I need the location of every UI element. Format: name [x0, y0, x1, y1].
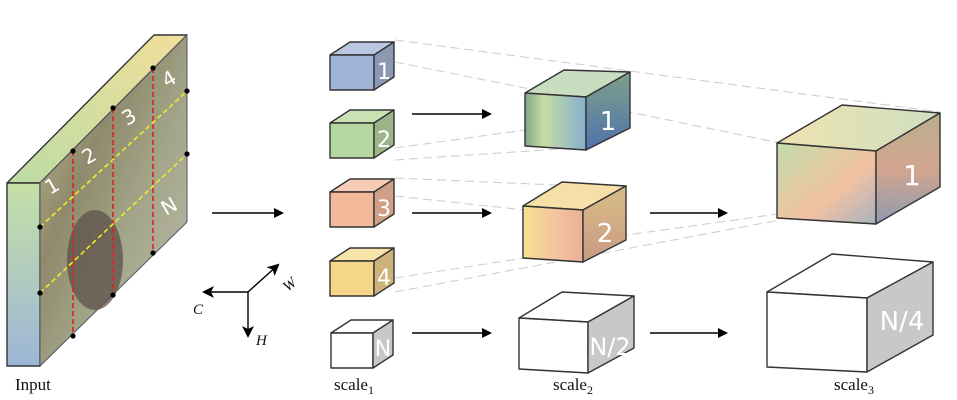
scale2-block-n2: N/2: [518, 291, 635, 374]
block-label: 1: [377, 60, 391, 85]
block-label: 4: [377, 266, 391, 291]
scale1-to-scale2-arrows: [412, 109, 492, 338]
dash-line: [394, 148, 561, 161]
scale2-to-scale3-arrows: [650, 208, 728, 338]
axis-c-label: C: [193, 302, 204, 318]
block-label: N/2: [589, 333, 630, 361]
scale2-block-1: 1: [524, 69, 631, 151]
scale1-column: 1 2 3 4 N scale1: [329, 41, 395, 397]
block-label: 1: [600, 107, 617, 137]
input-label: Input: [15, 375, 51, 394]
scale2-block-2: 2: [522, 181, 627, 263]
block-label: N/4: [880, 307, 925, 337]
scale2-column: 1 2 N/2 scale2: [518, 69, 635, 397]
scale1-block-2: 2: [329, 109, 395, 159]
block-label: N: [375, 337, 391, 362]
scale3-column: 1 N/4 scale3: [766, 104, 941, 397]
dash-line: [394, 129, 526, 149]
scale1-block-n: N: [330, 319, 394, 369]
scale2-label: scale2: [553, 375, 593, 397]
bear-image: [67, 210, 123, 310]
dash-line: [394, 177, 626, 189]
block-label: 3: [377, 197, 391, 222]
dash-line: [394, 195, 526, 211]
scale1-block-4: 4: [329, 247, 395, 297]
scale1-block-1: 1: [329, 41, 395, 91]
axes-icon: [202, 263, 280, 338]
scale1-block-3: 3: [329, 178, 395, 228]
block-label: 1: [903, 159, 921, 192]
dash-line: [394, 219, 781, 293]
block-label: 2: [377, 128, 391, 153]
split-points: [37, 65, 190, 339]
dash-line: [394, 257, 526, 279]
dash-line: [604, 213, 779, 239]
input-tensor: 1 2 3 4 N Input: [6, 33, 190, 394]
block-label: 2: [597, 219, 614, 249]
axis-w-label: W: [280, 274, 301, 295]
scale3-block-n4: N/4: [766, 253, 934, 373]
scale3-label: scale3: [834, 375, 874, 397]
axis-h-label: H: [255, 333, 268, 349]
yellow-split-line: [39, 90, 188, 228]
dash-line: [394, 39, 941, 113]
scale3-block-1: 1: [776, 104, 941, 225]
scale1-label: scale1: [334, 375, 374, 397]
yellow-split-line: [39, 153, 188, 294]
input-front-face: [6, 182, 41, 367]
